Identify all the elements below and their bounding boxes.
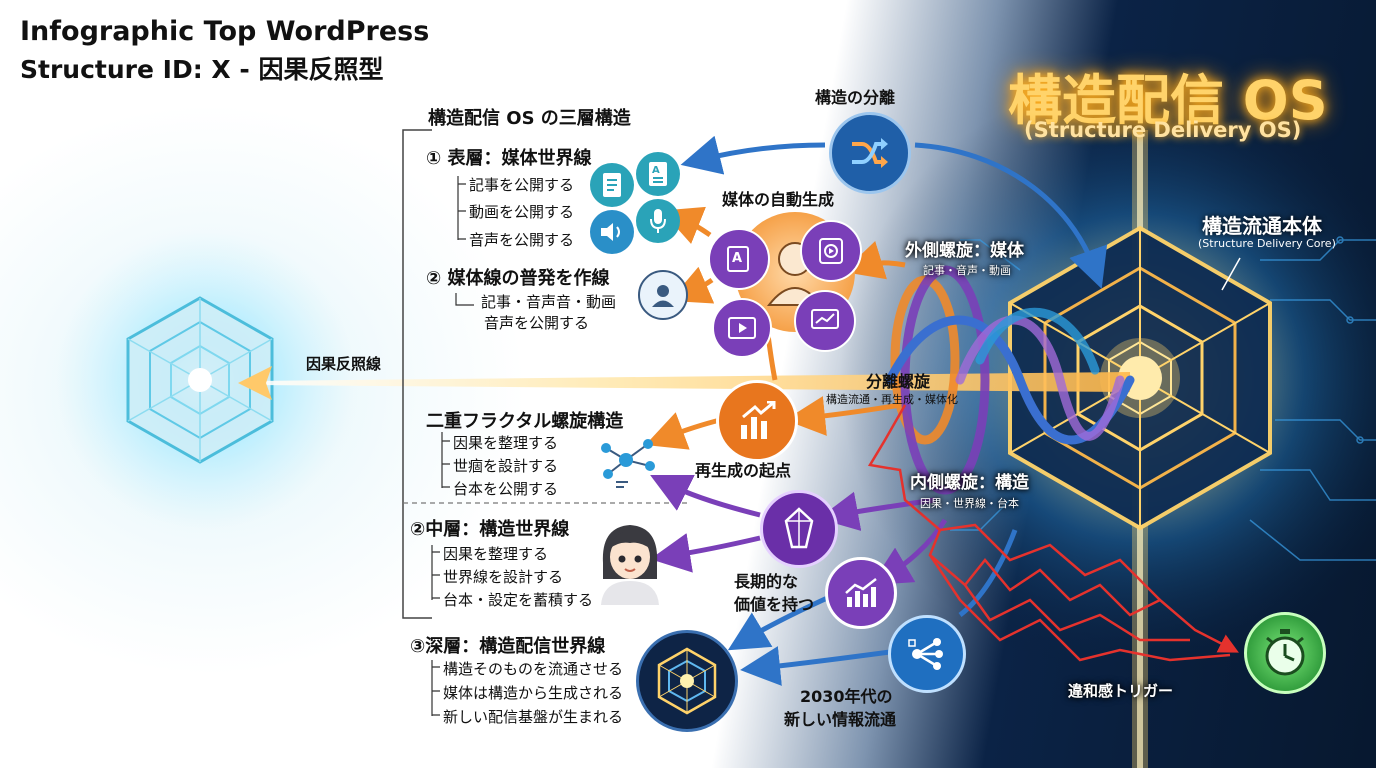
separation-label: 構造の分離: [815, 88, 896, 107]
network-icon: [596, 430, 660, 494]
chart-icon: [794, 290, 856, 352]
purple-arrows: [650, 475, 948, 586]
growth-icon: [716, 380, 798, 462]
fractal-item-1: 因果を整理する: [453, 434, 559, 452]
avatar: [594, 518, 666, 606]
hexagon-core-icon: [636, 630, 738, 732]
fractal-item-3: 台本を公開する: [453, 480, 559, 498]
left-crystal: [126, 296, 274, 464]
surface-item-1: 記事を公開する: [469, 176, 575, 194]
inner-spiral-sub: 因果・世界線・台本: [920, 497, 1019, 510]
os-subtitle: (Structure Delivery OS): [1024, 118, 1302, 142]
red-network: [867, 404, 1239, 662]
deep-item-1: 構造そのものを流通させる: [443, 660, 624, 678]
middle-item-1: 因果を整理する: [443, 545, 549, 563]
orange-arrows: [645, 206, 906, 450]
person-icon: [638, 270, 688, 320]
fractal-title: 二重フラクタル螺旋構造: [426, 411, 624, 432]
microphone-icon: [636, 199, 680, 243]
era-label-2: 新しい情報流通: [784, 710, 897, 729]
beam-arrowhead: [238, 366, 272, 400]
middle-title: ②中層：構造世界線: [410, 519, 570, 540]
article-icon: A: [636, 152, 680, 196]
bar-chart-icon: [825, 557, 897, 629]
deep-title: ③深層：構造配信世界線: [410, 636, 606, 657]
page-title: Infographic Top WordPress: [20, 16, 430, 47]
stopwatch-icon: [1244, 612, 1326, 694]
speaker-icon: [590, 210, 634, 254]
sep-spiral-sub: 構造流通・再生成・媒体化: [826, 393, 958, 406]
regen-label: 再生成の起点: [695, 461, 792, 480]
circuit-lines: [950, 236, 1376, 561]
core-sublabel: (Structure Delivery Core): [1198, 237, 1336, 250]
long-term-label-2: 価値を持つ: [734, 595, 815, 614]
crystal-icon: [760, 490, 838, 568]
inner-spiral-title: 内側螺旋：構造: [910, 473, 1029, 493]
deep-item-3: 新しい配信基盤が生まれる: [443, 708, 624, 726]
causal-beam: [250, 372, 1130, 392]
middle-item-2: 世界線を設計する: [443, 568, 564, 586]
shuffle-icon: [829, 112, 911, 194]
burst-item-1: 記事・音声音・動画: [481, 293, 617, 311]
outer-spiral-title: 外側螺旋：媒体: [905, 241, 1024, 261]
core-label: 構造流通本体: [1202, 214, 1322, 238]
article-icon: A: [708, 228, 770, 290]
trigger-label: 違和感トリガー: [1068, 682, 1174, 700]
burst-item-2: 音声を公開する: [484, 314, 590, 332]
sep-spiral-title: 分離螺旋: [866, 372, 931, 391]
surface-title: ① 表層：媒体世界線: [426, 148, 592, 169]
fractal-item-2: 世痼を設計する: [453, 457, 559, 475]
share-icon: [888, 615, 966, 693]
svg-text:A: A: [652, 165, 660, 176]
surface-item-3: 音声を公開する: [469, 231, 575, 249]
video-icon: [800, 220, 862, 282]
long-term-label-1: 長期的な: [734, 572, 799, 591]
outer-spiral-sub: 記事・音声・動画: [923, 264, 1011, 277]
structure-id: Structure ID: X - 因果反照型: [20, 55, 384, 84]
surface-item-2: 動画を公開する: [469, 203, 575, 221]
three-layer-heading: 構造配信 OS の三層構造: [428, 108, 631, 129]
era-label-1: 2030年代の: [800, 687, 893, 706]
auto-gen-label: 媒体の自動生成: [722, 190, 835, 209]
os-title: 構造配信 OS: [1008, 69, 1328, 132]
double-spiral: [885, 265, 1135, 495]
video-icon: [712, 298, 772, 358]
burst-title: ② 媒体線の普発を作線: [426, 268, 610, 289]
beam-label: 因果反照線: [306, 355, 382, 373]
document-icon: [590, 163, 634, 207]
deep-item-2: 媒体は構造から生成される: [443, 684, 624, 702]
middle-item-3: 台本・設定を蓄積する: [443, 591, 594, 609]
svg-text:A: A: [732, 251, 742, 266]
